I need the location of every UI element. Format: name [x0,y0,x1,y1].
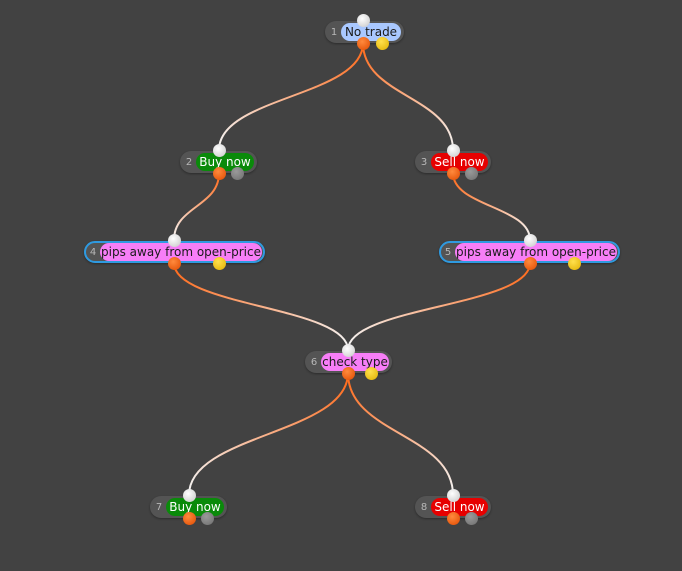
node-label: Sell now [431,153,488,171]
input-port[interactable] [212,144,226,157]
connection-wire-1-3[interactable] [362,42,454,151]
secondary-output-port[interactable] [375,37,389,50]
output-port[interactable] [523,257,537,270]
output-port[interactable] [167,257,181,270]
input-port[interactable] [356,14,370,27]
connection-wire-4-6[interactable] [173,262,349,351]
output-port[interactable] [212,167,226,180]
output-port[interactable] [446,512,460,525]
node-label: Buy now [196,153,254,171]
secondary-output-port[interactable] [464,512,478,525]
secondary-output-port[interactable] [212,257,226,270]
node-number: 3 [420,156,428,168]
secondary-output-port[interactable] [464,167,478,180]
output-port[interactable] [446,167,460,180]
connection-wire-3-5[interactable] [452,172,531,241]
node-label: pips away from open-price [100,243,262,261]
node-label: No trade [341,23,401,41]
input-port[interactable] [523,234,537,247]
node-number: 8 [420,501,428,513]
connection-wire-2-4[interactable] [173,172,220,241]
node-number: 5 [444,246,452,258]
connection-wire-1-2[interactable] [218,42,364,151]
output-port[interactable] [341,367,355,380]
node-number: 1 [330,26,338,38]
connection-wire-5-6[interactable] [347,262,531,351]
input-port[interactable] [182,489,196,502]
input-port[interactable] [446,489,460,502]
node-label: Buy now [166,498,224,516]
node-number: 2 [185,156,193,168]
output-port[interactable] [356,37,370,50]
secondary-output-port[interactable] [364,367,378,380]
connection-wire-6-8[interactable] [347,372,454,496]
node-label: pips away from open-price [455,243,617,261]
input-port[interactable] [341,344,355,357]
secondary-output-port[interactable] [200,512,214,525]
node-label: check type [321,353,389,371]
connection-wire-6-7[interactable] [188,372,349,496]
node-label: Sell now [431,498,488,516]
input-port[interactable] [446,144,460,157]
secondary-output-port[interactable] [567,257,581,270]
input-port[interactable] [167,234,181,247]
node-number: 4 [89,246,97,258]
secondary-output-port[interactable] [230,167,244,180]
node-number: 6 [310,356,318,368]
node-number: 7 [155,501,163,513]
output-port[interactable] [182,512,196,525]
